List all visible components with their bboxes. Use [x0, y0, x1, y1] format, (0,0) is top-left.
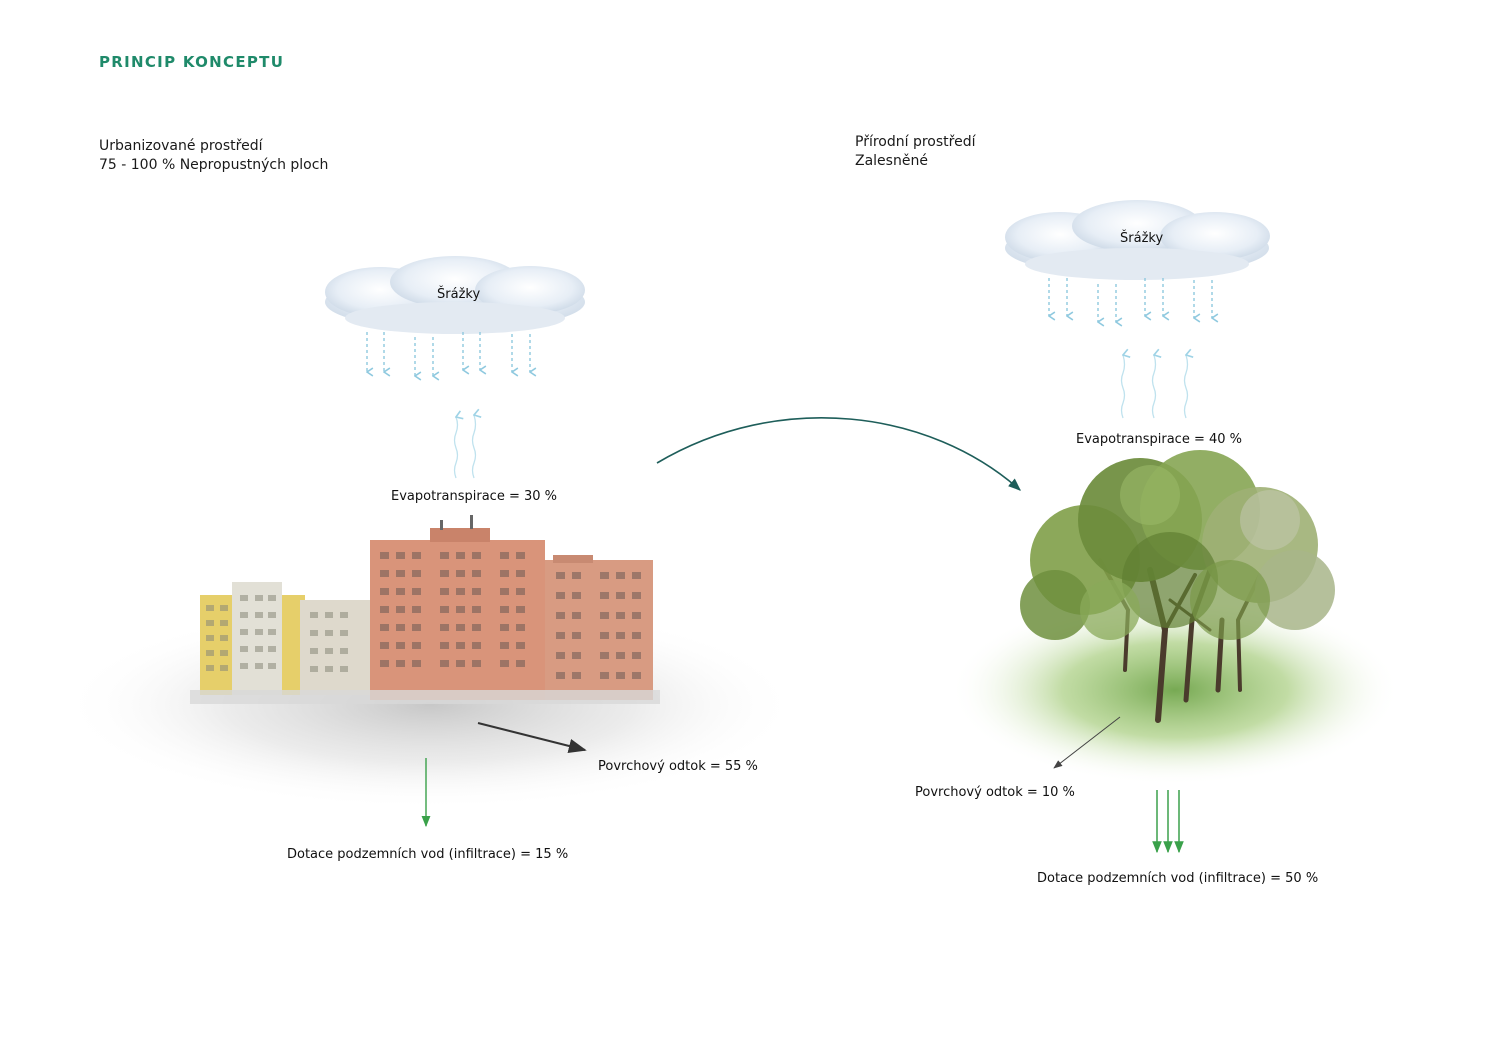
- natural-ground: [950, 595, 1400, 785]
- natural-evaporation-arrows: [1120, 355, 1188, 419]
- urban-precipitation-label: Šrážky: [437, 287, 481, 302]
- urban-infiltration-label: Dotace podzemních vod (infiltrace) = 15 …: [287, 847, 569, 862]
- urban-cloud-icon: [325, 256, 585, 334]
- natural-evapotranspiration-label: Evapotranspirace = 40 %: [1076, 432, 1243, 447]
- urban-subtitle: 75 - 100 % Nepropustných ploch: [99, 157, 329, 173]
- urban-rain-arrows: [367, 332, 530, 376]
- natural-rain-arrows: [1049, 278, 1212, 322]
- urban-runoff-arrow: [477, 722, 587, 754]
- urban-runoff-label: Povrchový odtok = 55 %: [598, 759, 758, 774]
- natural-infiltration-label: Dotace podzemních vod (infiltrace) = 50 …: [1037, 871, 1319, 886]
- natural-cloud-icon: [1005, 200, 1270, 280]
- natural-runoff-label: Povrchový odtok = 10 %: [915, 785, 1075, 800]
- transition-arrow: [656, 416, 1021, 491]
- tree-grove-icon: [1020, 450, 1335, 723]
- natural-title: Přírodní prostředí: [855, 134, 976, 150]
- urban-title: Urbanizované prostředí: [99, 138, 263, 154]
- natural-subtitle: Zalesněné: [855, 153, 928, 169]
- page-title: PRINCIP KONCEPTU: [99, 53, 285, 71]
- natural-precipitation-label: Šrážky: [1120, 231, 1164, 246]
- urban-evaporation-arrows: [453, 415, 476, 479]
- natural-infiltration-arrows: [1152, 790, 1184, 854]
- urban-caption: Urbanizované prostředí 75 - 100 % Neprop…: [99, 137, 328, 175]
- apartment-buildings-icon: [190, 515, 660, 704]
- natural-caption: Přírodní prostředí Zalesněné: [855, 133, 975, 171]
- natural-runoff-arrow: [1053, 716, 1121, 769]
- urban-evapotranspiration-label: Evapotranspirace = 30 %: [391, 489, 558, 504]
